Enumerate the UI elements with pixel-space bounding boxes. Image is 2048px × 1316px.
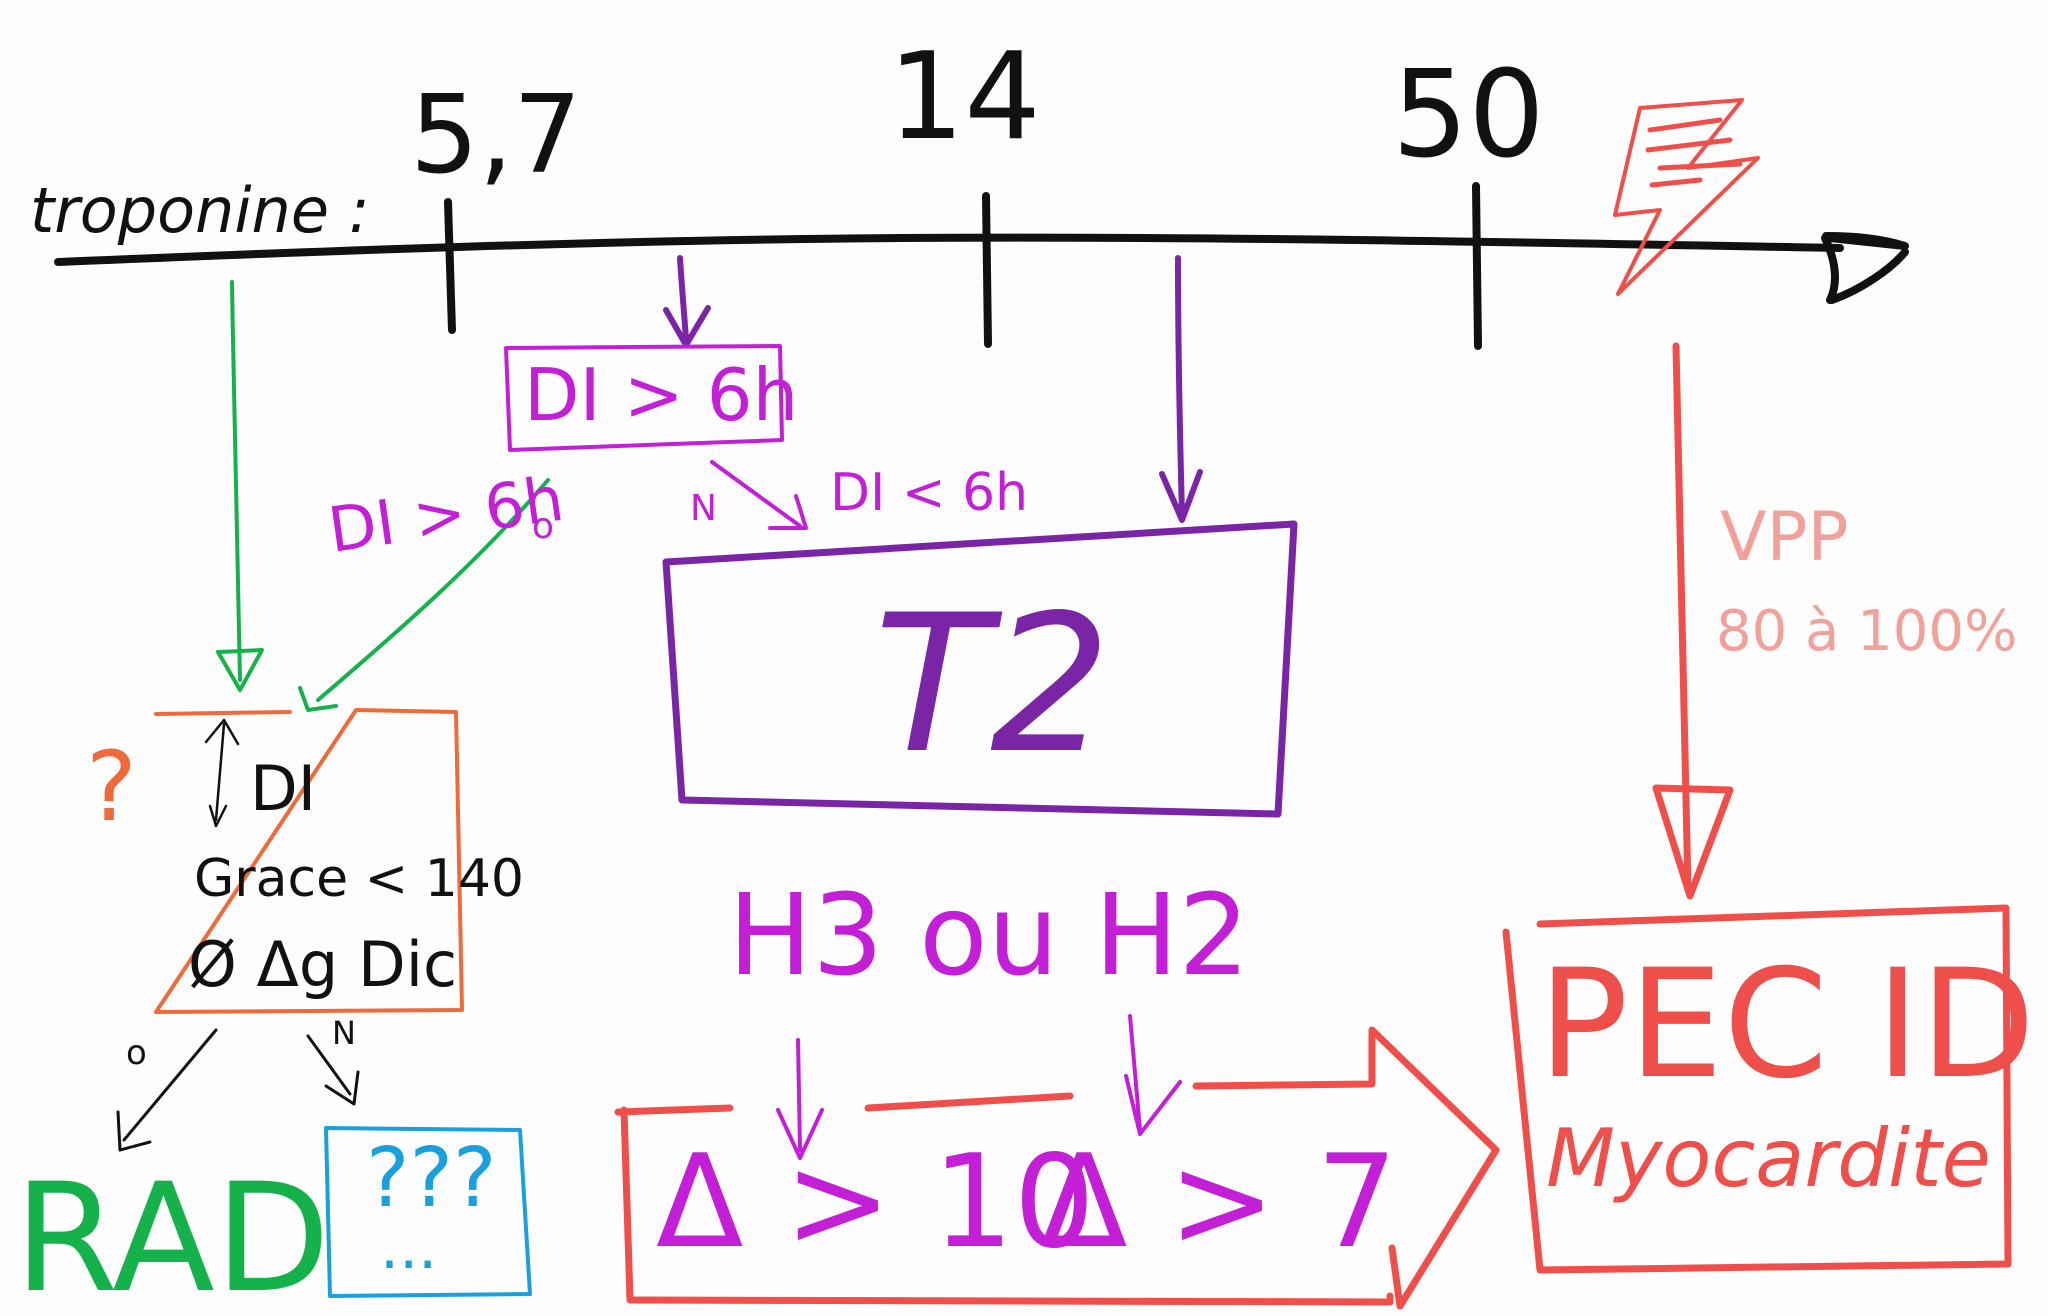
purple-arrow-down <box>677 255 689 343</box>
t2-box: T2 <box>662 255 1298 818</box>
branch-right-label: DI < 6h <box>830 463 1028 523</box>
lightning-icon <box>1613 98 1760 296</box>
h3-arrow <box>796 1038 802 1152</box>
green-arrow-diagonal <box>316 478 550 702</box>
tick-label-1: 5,7 <box>410 73 582 198</box>
question-line-1: DI <box>250 752 316 825</box>
tick-mark-1 <box>444 198 456 334</box>
h3h2-group: H3 ou H2 <box>728 871 1250 1160</box>
h3h2-label: H3 ou H2 <box>728 871 1250 1001</box>
timeline-label: troponine : <box>30 174 370 247</box>
pec-title: PEC IDM <box>1538 938 2048 1112</box>
tick-mark-3 <box>1472 182 1482 350</box>
updown-arrow-icon <box>204 718 240 828</box>
question-line-3: Ø Δg Dic <box>188 928 457 1001</box>
rad-label: RAD <box>14 1152 330 1316</box>
question-line-2: Grace < 140 <box>194 849 524 909</box>
green-arrow-down <box>230 280 242 682</box>
unknown-box: ??? ... <box>324 1126 532 1298</box>
vpp-line-1: VPP <box>1720 498 1849 577</box>
green-arrows <box>216 280 550 712</box>
h2-arrow <box>1128 1014 1142 1132</box>
question-left-arrow <box>122 1028 218 1142</box>
vpp-line-2: 80 à 100% <box>1716 599 2017 664</box>
vpp-group: VPP 80 à 100% <box>1652 342 2017 900</box>
delta-left: Δ > 10 <box>656 1128 1095 1277</box>
pec-box: PEC IDM Myocardite <box>1502 904 2048 1274</box>
branch-left-answer: o <box>532 506 554 547</box>
delta-right: Δ > 7 <box>1040 1128 1398 1277</box>
unknown-line-2: ... <box>380 1213 437 1283</box>
delay-box: DI > 6h <box>504 255 798 452</box>
tick-label-3: 50 <box>1392 46 1545 185</box>
tick-label-2: 14 <box>888 28 1041 167</box>
question-mark: ? <box>86 731 137 843</box>
delay-branches: DI > 6h o N DI < 6h <box>324 460 1028 567</box>
red-arrow-down <box>1672 342 1692 894</box>
branch-right-arrow <box>710 460 802 528</box>
question-right-arrow <box>306 1034 352 1096</box>
timeline-axis <box>54 233 1844 266</box>
question-box: ? DI Grace < 140 Ø Δg Dic <box>86 708 524 1014</box>
question-right-answer: N <box>332 1014 356 1052</box>
t2-label: T2 <box>874 574 1111 795</box>
tick-mark-2 <box>982 192 992 348</box>
delay-box-label: DI > 6h <box>524 353 798 437</box>
delta-box: Δ > 10 Δ > 7 <box>614 1026 1500 1310</box>
big-red-arrow <box>1192 1026 1500 1310</box>
unknown-line-1: ??? <box>366 1131 497 1226</box>
branch-right-answer: N <box>690 488 717 529</box>
timeline-arrowhead <box>1821 232 1909 304</box>
timeline: troponine : 5,7 14 50 <box>30 28 1909 350</box>
question-left-answer: o <box>126 1033 147 1073</box>
question-branches: o N <box>116 1014 360 1152</box>
purple-arrow-long <box>1175 255 1185 517</box>
pec-subtitle: Myocardite <box>1546 1112 1991 1205</box>
